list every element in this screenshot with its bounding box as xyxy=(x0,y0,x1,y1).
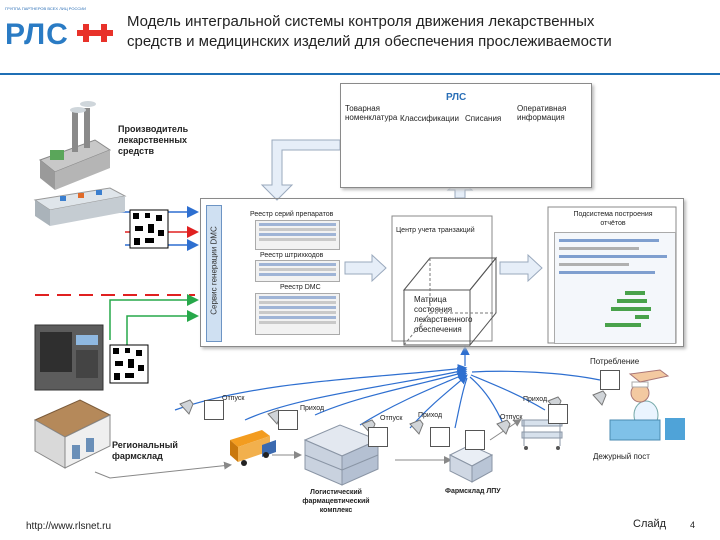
footer-slide-label: Слайд xyxy=(633,518,667,530)
flow-release-1: Отпуск xyxy=(222,395,245,402)
logo-brand: РЛС xyxy=(5,18,69,51)
transactions-title: Центр учета транзакций xyxy=(396,227,475,234)
matrix-label: Матрица состояния лекарственного обеспеч… xyxy=(414,295,473,334)
code-chip xyxy=(278,410,298,430)
consumption-label: Потребление xyxy=(590,357,640,366)
register-dmc-title: Реестр DMC xyxy=(280,284,321,291)
datamatrix-icon-2 xyxy=(109,344,149,384)
code-chip xyxy=(368,427,388,447)
code-chip xyxy=(465,430,485,450)
conveyor-icon xyxy=(33,187,127,226)
dmc-service-text: Сервис генерации DMC xyxy=(209,226,219,315)
register-dmc xyxy=(255,293,340,335)
flow-arrival-1: Приход xyxy=(300,405,325,412)
register-series xyxy=(255,220,340,250)
title-line-2: средств и медицинских изделий для обеспе… xyxy=(127,33,612,50)
flow-release-2: Отпуск xyxy=(380,415,403,422)
title-line-1: Модель интегральной системы контроля дви… xyxy=(127,13,595,30)
lpu-warehouse-label: Фармсклад ЛПУ xyxy=(445,488,501,495)
logistics-complex-label: Логистический фармацевтический комплекс xyxy=(302,489,370,514)
db-label-operational: Оперативная информация xyxy=(517,104,567,122)
register-barcodes xyxy=(255,260,340,282)
registers-to-matrix-arrow xyxy=(344,253,387,283)
main-panel xyxy=(200,198,684,347)
regional-warehouse-label: Региональный фармсклад xyxy=(112,440,178,461)
rls-heading: РЛС xyxy=(446,92,467,103)
header-divider xyxy=(0,73,720,75)
footer-slide-number: 4 xyxy=(690,520,696,530)
lpu-box-icon xyxy=(448,444,494,483)
dmc-service-label: Сервис генерации DMC xyxy=(206,205,222,342)
warehouse-icon xyxy=(33,399,112,469)
logo: ГРУППА ПАРТНЕРОВ ВСЕХ ЛИЦ РОССИИ РЛС xyxy=(3,6,115,66)
rls-panel xyxy=(340,83,592,188)
footer-url: http://www.rlsnet.ru xyxy=(26,521,112,532)
cross-logo-icon xyxy=(77,24,113,42)
register-series-title: Реестр серий препаратов xyxy=(250,211,334,218)
matrix-to-reports-arrow xyxy=(499,253,543,283)
nurse-icon xyxy=(609,381,685,441)
printer-icon xyxy=(34,324,104,391)
reports-screen xyxy=(554,232,676,344)
matrix-cube xyxy=(402,256,498,347)
flow-lines xyxy=(174,345,601,429)
code-chip xyxy=(204,400,224,420)
db-label-writeoffs: Списания xyxy=(465,114,502,123)
truck-icon xyxy=(230,430,276,466)
datamatrix-icon-1 xyxy=(129,209,169,249)
code-chip xyxy=(430,427,450,447)
db-label-classifications: Классификации xyxy=(400,114,459,123)
factory-icon xyxy=(38,101,112,190)
db-label-nomenclature: Товарная номенклатура xyxy=(345,104,398,122)
manufacturer-label: Производитель лекарственных средств xyxy=(118,124,189,156)
duty-post-label: Дежурный пост xyxy=(593,452,650,461)
flow-arrival-3: Приход xyxy=(523,396,548,403)
code-chip xyxy=(600,370,620,390)
page-title: Модель интегральной системы контроля дви… xyxy=(127,12,707,52)
register-barcodes-title: Реестр штрихкодов xyxy=(260,252,324,259)
flow-arrival-2: Приход xyxy=(418,412,443,419)
flow-release-3: Отпуск xyxy=(500,414,523,421)
reports-title: Подсистема построения отчётов xyxy=(573,211,653,227)
cart-icon xyxy=(521,419,563,450)
code-chip xyxy=(548,404,568,424)
rls-to-main-arrow xyxy=(260,139,341,201)
logo-tagline: ГРУППА ПАРТНЕРОВ ВСЕХ ЛИЦ РОССИИ xyxy=(5,6,86,11)
hand-icon xyxy=(628,369,670,383)
